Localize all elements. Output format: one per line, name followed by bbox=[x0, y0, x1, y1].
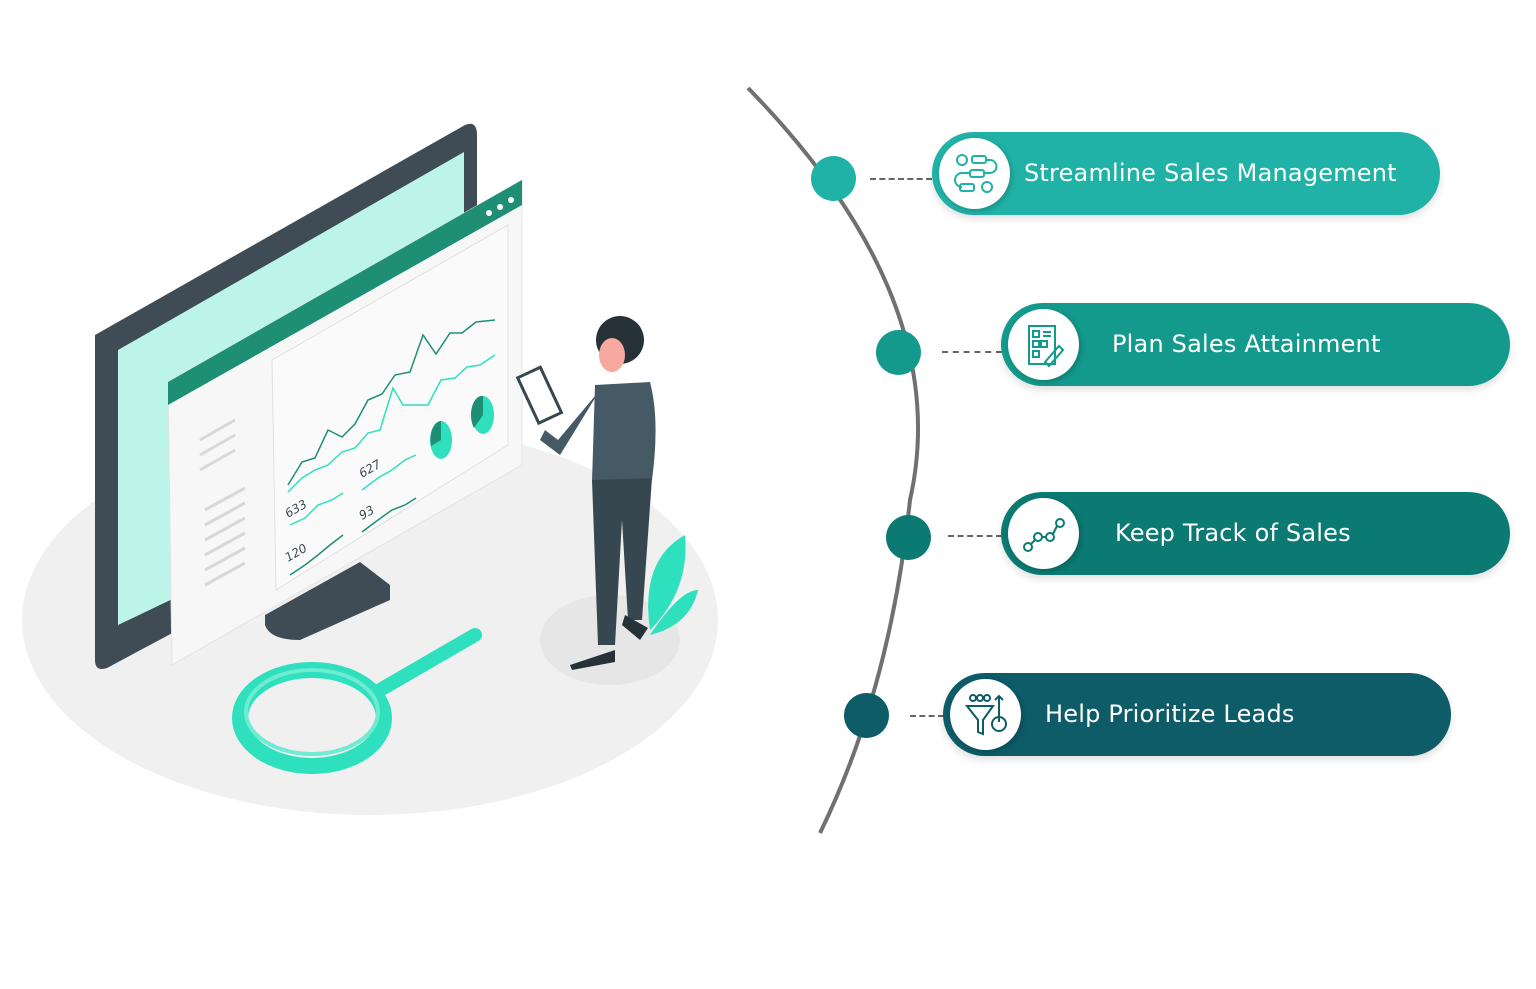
timeline-dot bbox=[886, 515, 931, 560]
item-label: Plan Sales Attainment bbox=[1112, 330, 1381, 358]
timeline-dot bbox=[876, 330, 921, 375]
item-plan-sales-attainment: Plan Sales Attainment bbox=[1001, 303, 1510, 386]
item-keep-track-of-sales: Keep Track of Sales bbox=[1001, 492, 1510, 575]
item-streamline-sales-management: Streamline Sales Management bbox=[932, 132, 1440, 215]
item-help-prioritize-leads: Help Prioritize Leads bbox=[943, 673, 1451, 756]
person-with-clipboard bbox=[515, 316, 656, 670]
line-series-1 bbox=[287, 319, 496, 486]
timeline-dot bbox=[811, 156, 856, 201]
item-label: Keep Track of Sales bbox=[1115, 519, 1351, 547]
dashboard-window: 633 627 120 93 bbox=[167, 179, 523, 666]
plant bbox=[648, 535, 698, 635]
connector-line bbox=[942, 351, 1002, 353]
line-series-2 bbox=[287, 354, 496, 493]
connector-line bbox=[870, 178, 932, 180]
connector-line bbox=[910, 715, 944, 717]
workflow-gear-icon bbox=[939, 138, 1010, 209]
item-label: Help Prioritize Leads bbox=[1045, 700, 1295, 728]
dashboard-number-93: 93 bbox=[357, 503, 377, 523]
trend-line-icon bbox=[1008, 498, 1079, 569]
timeline-dot bbox=[844, 693, 889, 738]
item-label: Streamline Sales Management bbox=[1024, 159, 1397, 187]
magnifying-glass bbox=[232, 628, 482, 774]
plan-document-pencil-icon bbox=[1008, 309, 1079, 380]
connector-line bbox=[948, 535, 1002, 537]
sales-funnel-dollar-icon bbox=[950, 679, 1021, 750]
